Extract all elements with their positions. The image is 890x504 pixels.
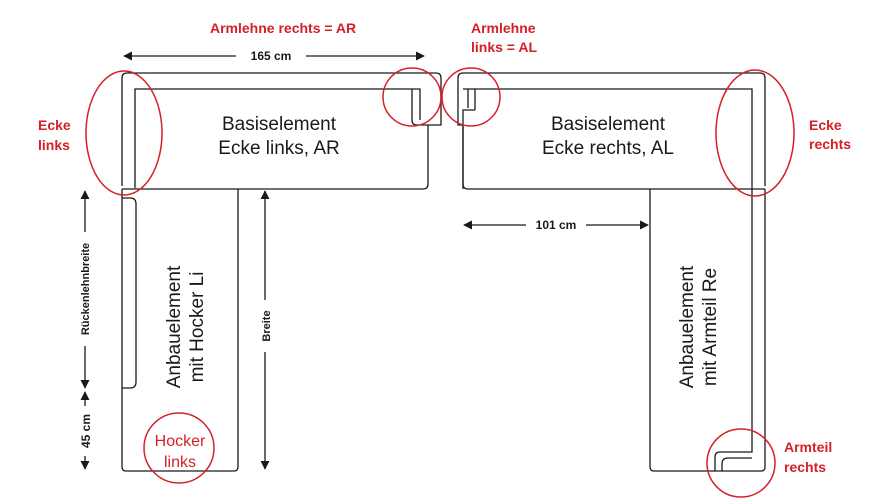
ecke-rechts-circle xyxy=(715,69,795,197)
label-armlehne-links-1: Armlehne xyxy=(471,20,536,36)
label-ecke-rechts-2: rechts xyxy=(809,136,851,152)
label-hocker-links-2: links xyxy=(164,454,196,471)
label-armteil-rechts-2: rechts xyxy=(784,459,826,475)
label-armteil-rechts-1: Armteil xyxy=(784,439,832,455)
label-hocker-links-1: Hocker xyxy=(155,433,206,450)
left-attachment-outline xyxy=(121,189,239,472)
armteil-rechts-circle xyxy=(706,428,776,498)
right-base-label-1: Basiselement xyxy=(551,114,666,135)
left-base-element-outline xyxy=(121,72,442,190)
left-attach-label-1: Anbauelement xyxy=(164,265,185,388)
left-base-label-2: Ecke links, AR xyxy=(218,138,339,159)
right-armrest-detail xyxy=(463,88,475,108)
dim-ruecken-label: Rückenlehnbreite xyxy=(80,243,92,335)
element-labels: Basiselement Ecke links, AR Basiselement… xyxy=(164,114,721,388)
armlehne-rechts-circle xyxy=(382,67,442,127)
left-attach-label-2: mit Hocker Li xyxy=(187,272,208,383)
label-armlehne-rechts: Armlehne rechts = AR xyxy=(210,20,356,36)
label-ecke-links-2: links xyxy=(38,137,70,153)
right-base-backrest xyxy=(474,88,753,195)
label-armlehne-links-2: links = AL xyxy=(471,39,537,55)
label-ecke-links-1: Ecke xyxy=(38,117,71,133)
dimension-labels: 165 cm 101 cm Rückenlehnbreite 45 cm Bre… xyxy=(79,49,576,448)
armlehne-links-circle xyxy=(441,67,501,127)
dim-101-label: 101 cm xyxy=(536,218,577,232)
right-attach-label-1: Anbauelement xyxy=(677,265,698,388)
dim-breite-label: Breite xyxy=(261,310,273,341)
left-armrest-detail xyxy=(412,88,421,120)
hocker-links-circle xyxy=(143,412,215,484)
red-labels: Armlehne rechts = AR Armlehne links = AL… xyxy=(38,20,851,475)
dim-45-label: 45 cm xyxy=(79,414,93,448)
left-base-label-1: Basiselement xyxy=(222,114,337,135)
right-attach-label-2: mit Armteil Re xyxy=(700,268,721,386)
right-base-front xyxy=(462,109,475,189)
hocker-label: Hocker links xyxy=(155,433,206,471)
ecke-links-circle xyxy=(85,70,163,196)
right-armteil-detail xyxy=(714,195,753,471)
dimension-lines xyxy=(80,51,649,470)
left-attachment-backrest xyxy=(122,197,137,389)
label-ecke-rechts-1: Ecke xyxy=(809,117,842,133)
annotation-circles xyxy=(85,67,795,498)
right-base-label-2: Ecke rechts, AL xyxy=(542,138,674,159)
dim-165-label: 165 cm xyxy=(251,49,292,63)
